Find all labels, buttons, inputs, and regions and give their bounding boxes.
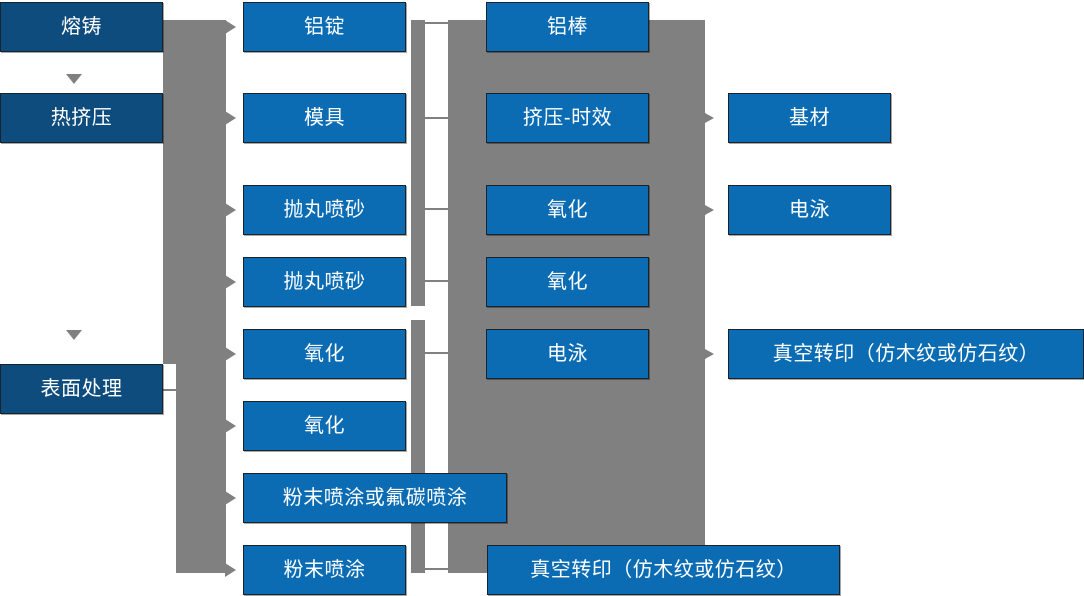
arrow-trunk-to-mold <box>225 111 236 125</box>
process-box-powder-spray[interactable]: 粉末喷涂 <box>243 545 406 595</box>
process-box-oxidation-col3-1[interactable]: 氧化 <box>486 185 649 235</box>
stage-label-melt-cast: 熔铸 <box>61 16 102 38</box>
stage-label-surface-treatment: 表面处理 <box>40 378 123 400</box>
arrow-panel-to-base-material <box>705 113 714 123</box>
label-shot-blasting-2: 抛丸喷砂 <box>283 271 366 293</box>
arrow-trunk-to-blasting-1 <box>225 203 236 217</box>
label-powder-spray: 粉末喷涂 <box>283 559 366 581</box>
label-base-material: 基材 <box>789 107 830 129</box>
label-vacuum-transfer-col4: 真空转印（仿木纹或仿石纹） <box>772 343 1040 365</box>
arrow-trunk-to-spray-1 <box>225 491 236 505</box>
process-box-oxidation-col2-2[interactable]: 氧化 <box>243 401 406 451</box>
process-box-aluminum-bar[interactable]: 铝棒 <box>486 2 649 52</box>
stage-box-hot-extrusion[interactable]: 热挤压 <box>0 93 163 143</box>
output-box-vacuum-transfer[interactable]: 真空转印（仿木纹或仿石纹） <box>728 329 1084 379</box>
label-oxidation-col2-1: 氧化 <box>304 343 345 365</box>
connector-trunk-left-upper <box>163 20 226 364</box>
process-box-mold[interactable]: 模具 <box>243 93 406 143</box>
process-box-electrophoresis-col3[interactable]: 电泳 <box>486 329 649 379</box>
arrow-trunk-to-oxidation-2 <box>225 419 236 433</box>
label-oxidation-col3-2: 氧化 <box>547 271 588 293</box>
arrow-panel-to-electrophoresis <box>705 205 714 215</box>
output-box-base-material[interactable]: 基材 <box>728 93 891 143</box>
connector-bar-mid-upper <box>411 20 425 306</box>
arrow-trunk-to-oxidation-1 <box>225 347 236 361</box>
connector-tick-4 <box>425 280 448 282</box>
label-oxidation-col3-1: 氧化 <box>547 199 588 221</box>
label-vacuum-transfer-col3: 真空转印（仿木纹或仿石纹） <box>530 559 797 581</box>
arrow-trunk-to-spray-2 <box>225 563 236 577</box>
label-powder-or-fluorocarbon-spray: 粉末喷涂或氟碳喷涂 <box>282 487 468 509</box>
process-box-shot-blasting-1[interactable]: 抛丸喷砂 <box>243 185 406 235</box>
label-shot-blasting-1: 抛丸喷砂 <box>283 199 366 221</box>
label-aluminum-bar: 铝棒 <box>547 16 588 38</box>
stage-label-hot-extrusion: 热挤压 <box>50 107 113 129</box>
process-box-shot-blasting-2[interactable]: 抛丸喷砂 <box>243 257 406 307</box>
connector-bar-mid-lower <box>411 320 425 573</box>
label-mold: 模具 <box>304 107 345 129</box>
connector-trunk-left-lower <box>176 364 226 573</box>
process-box-powder-or-fluorocarbon-spray[interactable]: 粉末喷涂或氟碳喷涂 <box>243 473 507 523</box>
connector-tick-2 <box>425 117 448 119</box>
label-electrophoresis-col4: 电泳 <box>789 199 830 221</box>
process-box-extrusion-aging[interactable]: 挤压-时效 <box>486 93 649 143</box>
arrow-down-extrusion-to-surface <box>66 330 82 340</box>
label-electrophoresis-col3: 电泳 <box>547 343 588 365</box>
process-box-oxidation-col3-2[interactable]: 氧化 <box>486 257 649 307</box>
connector-tick-6 <box>425 568 448 570</box>
connector-tick-1 <box>425 22 448 24</box>
connector-tick-5 <box>425 352 448 354</box>
stage-box-melt-cast[interactable]: 熔铸 <box>0 2 163 52</box>
arrow-down-melt-to-extrusion <box>66 74 82 84</box>
label-oxidation-col2-2: 氧化 <box>304 415 345 437</box>
connector-tick-3 <box>425 208 448 210</box>
process-box-oxidation-col2-1[interactable]: 氧化 <box>243 329 406 379</box>
arrow-panel-to-vacuum-transfer <box>705 349 714 359</box>
process-box-vacuum-transfer-col3[interactable]: 真空转印（仿木纹或仿石纹） <box>487 545 840 595</box>
stage-box-surface-treatment[interactable]: 表面处理 <box>0 364 163 414</box>
connector-stub-surface-treatment <box>163 389 179 391</box>
label-extrusion-aging: 挤压-时效 <box>522 107 613 129</box>
arrow-trunk-to-ingot <box>225 20 236 34</box>
arrow-trunk-to-blasting-2 <box>225 275 236 289</box>
output-box-electrophoresis[interactable]: 电泳 <box>728 185 891 235</box>
process-box-aluminum-ingot[interactable]: 铝锭 <box>243 2 406 52</box>
label-aluminum-ingot: 铝锭 <box>304 16 345 38</box>
